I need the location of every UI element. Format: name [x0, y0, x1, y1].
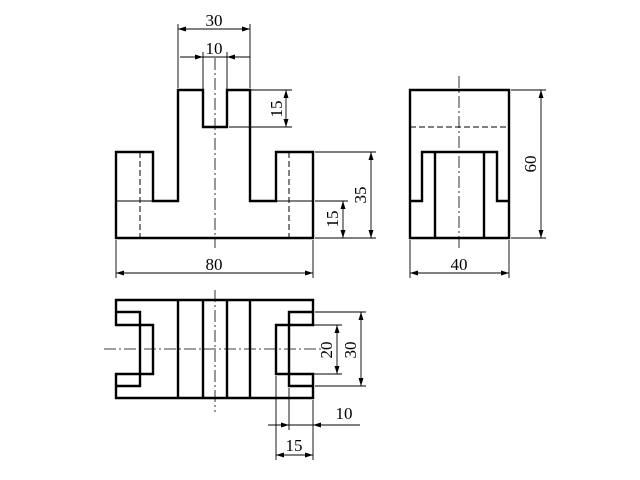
dim-side-height: 60	[511, 89, 546, 239]
side-view-slot	[410, 150, 509, 203]
dim-top-slot-offset: 15	[275, 376, 314, 460]
dim-top-slot-length: 10	[268, 388, 360, 430]
dim-label-outer-slot-width: 30	[341, 342, 360, 359]
dim-label-slot-depth: 15	[267, 101, 286, 118]
dim-label-side-height: 60	[521, 156, 540, 173]
dim-top-inner-slot-width: 20	[291, 324, 342, 375]
dim-label-side-block-height: 35	[351, 187, 370, 204]
dim-label-inner-slot-width: 20	[317, 342, 336, 359]
dim-label-slot-offset: 15	[286, 436, 303, 455]
dim-label-top-width: 30	[206, 11, 223, 30]
dim-side-depth: 40	[409, 240, 510, 278]
dim-top-width: 30	[177, 11, 251, 88]
dim-top-outer-slot-width: 30	[315, 311, 366, 387]
top-view: 20 30 10 15	[104, 290, 366, 460]
dim-slot-depth: 15	[229, 89, 292, 128]
dim-label-slot-width: 10	[206, 39, 223, 58]
dim-label-side-depth: 40	[451, 255, 468, 274]
dim-side-block-height: 35	[315, 151, 376, 239]
front-view: 30 10 15 35	[114, 11, 376, 278]
dim-overall-width: 80	[115, 240, 314, 278]
dim-base-height: 15	[315, 200, 348, 238]
dim-label-overall-width: 80	[206, 255, 223, 274]
side-view: 60 40	[408, 76, 546, 278]
side-view-outline	[408, 88, 511, 240]
dim-label-slot-length: 10	[336, 404, 353, 423]
dim-slot-width: 10	[180, 39, 250, 125]
dim-label-base-height: 15	[323, 211, 342, 228]
